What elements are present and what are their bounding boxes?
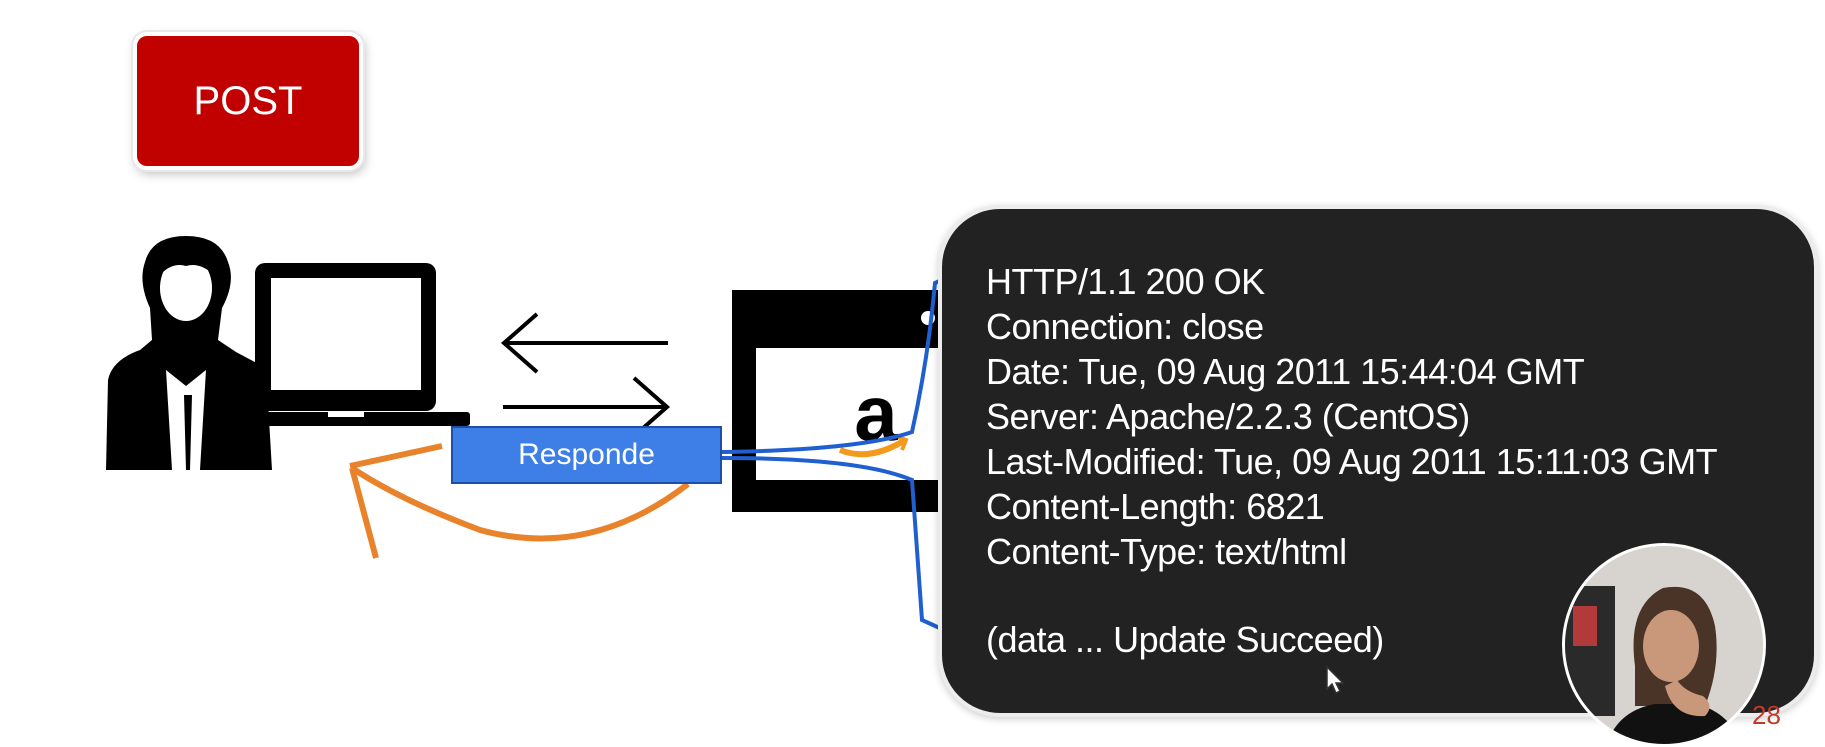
page-number: 28	[1752, 700, 1781, 730]
response-header-server: Server: Apache/2.2.3 (CentOS)	[986, 396, 1470, 437]
post-method-button[interactable]: POST	[133, 32, 363, 170]
flow-diagram: a	[106, 236, 947, 632]
response-header-content-length: Content-Length: 6821	[986, 486, 1325, 527]
responde-label: Responde	[518, 438, 655, 471]
arrow-left-icon	[500, 312, 668, 374]
responde-label-box: Responde	[451, 426, 722, 484]
response-header-list: HTTP/1.1 200 OK Connection: close Date: …	[986, 259, 1718, 574]
cursor-icon	[1326, 665, 1345, 695]
presenter-image	[1565, 546, 1763, 744]
post-method-label: POST	[193, 78, 303, 123]
response-header-connection: Connection: close	[986, 306, 1264, 347]
response-header-last-modified: Last-Modified: Tue, 09 Aug 2011 15:11:03…	[986, 441, 1718, 482]
response-header-content-type: Content-Type: text/html	[986, 531, 1347, 572]
response-body-text: (data ... Update Succeed)	[986, 619, 1384, 660]
laptop-icon	[230, 263, 470, 426]
response-status-line: HTTP/1.1 200 OK	[986, 261, 1265, 302]
response-header-date: Date: Tue, 09 Aug 2011 15:44:04 GMT	[986, 351, 1585, 392]
connector-lines	[721, 277, 945, 632]
browser-window-icon	[732, 290, 947, 512]
user-icon	[106, 236, 272, 470]
curved-arrow-icon	[349, 443, 690, 559]
webcam-presenter	[1562, 543, 1766, 747]
